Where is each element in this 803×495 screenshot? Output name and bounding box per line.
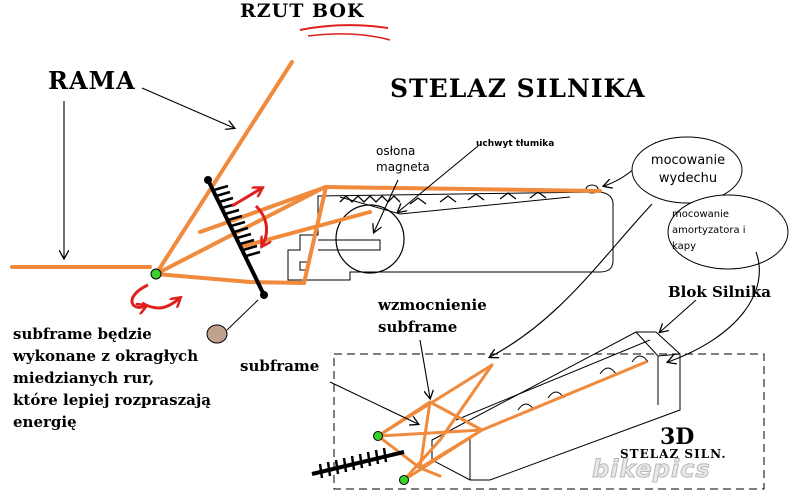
- engine-block-side: [287, 191, 614, 281]
- watermark-logo: bikepics: [592, 455, 711, 484]
- leader-lines: [64, 87, 657, 258]
- engine-cradle-label: STELAZ SILNIKA: [390, 74, 646, 103]
- leader-lines-3d: [329, 203, 760, 424]
- view-3d-box: [333, 353, 765, 490]
- note-line-3: miedzianych rur,: [13, 369, 155, 387]
- exhaust-mount-line1: mocowanie: [650, 153, 726, 168]
- subframe-label: subframe: [240, 357, 320, 375]
- shock-absorber-side: [204, 176, 268, 299]
- shock-mount-line2: amortyzatora i: [672, 225, 746, 236]
- shock-absorber-3d: [311, 447, 405, 479]
- note-line-4: które lepiej rozpraszają: [13, 391, 211, 409]
- muffler-mount-label: uchwyt tłumika: [476, 139, 555, 149]
- exhaust-mount-label: mocowanie wydechu: [640, 152, 736, 188]
- shock-mount-line1: mocowanie: [672, 209, 730, 220]
- frame-tubes-3d: [376, 360, 648, 482]
- shock-mount-line3: kapy: [672, 241, 697, 252]
- frame-label: RAMA: [48, 66, 136, 95]
- exhaust-mount-line2: wydechu: [658, 171, 718, 186]
- magneto-cover-line2: magneta: [376, 160, 430, 174]
- note-line-2: wykonane z okragłych: [13, 347, 199, 365]
- engine-block-3d: [431, 331, 681, 481]
- pivot-points-3d: [373, 431, 409, 485]
- view-title: RZUT BOK: [240, 0, 365, 22]
- pivot-point: [150, 268, 162, 280]
- engine-block-label: Blok Silnika: [668, 283, 771, 301]
- note-line-5: energię: [13, 413, 77, 431]
- tube-section: [206, 299, 259, 344]
- title-underline: [299, 24, 391, 41]
- magneto-cover-label: osłona magneta: [376, 143, 430, 175]
- exhaust-mount-oval: [631, 136, 743, 204]
- cylinder-fins: [339, 191, 571, 215]
- subframe-note: subframe będzie wykonane z okragłych mie…: [13, 323, 211, 433]
- view-3d-label: 3D: [660, 424, 695, 450]
- shock-mount-oval: [667, 194, 789, 270]
- magneto-cover-line1: osłona: [376, 144, 416, 158]
- cradle-3d-label: STELAZ SILN.: [620, 447, 727, 461]
- reinforcement-line1: wzmocnienie: [378, 296, 487, 314]
- magneto-cover-circle: [335, 204, 405, 274]
- swing-arrows: [130, 188, 267, 308]
- reinforcement-label: wzmocnienie subframe: [378, 294, 487, 338]
- reinforcement-line2: subframe: [378, 318, 458, 336]
- shock-mount-label: mocowanie amortyzatora i kapy: [672, 207, 784, 255]
- note-line-1: subframe będzie: [13, 325, 152, 343]
